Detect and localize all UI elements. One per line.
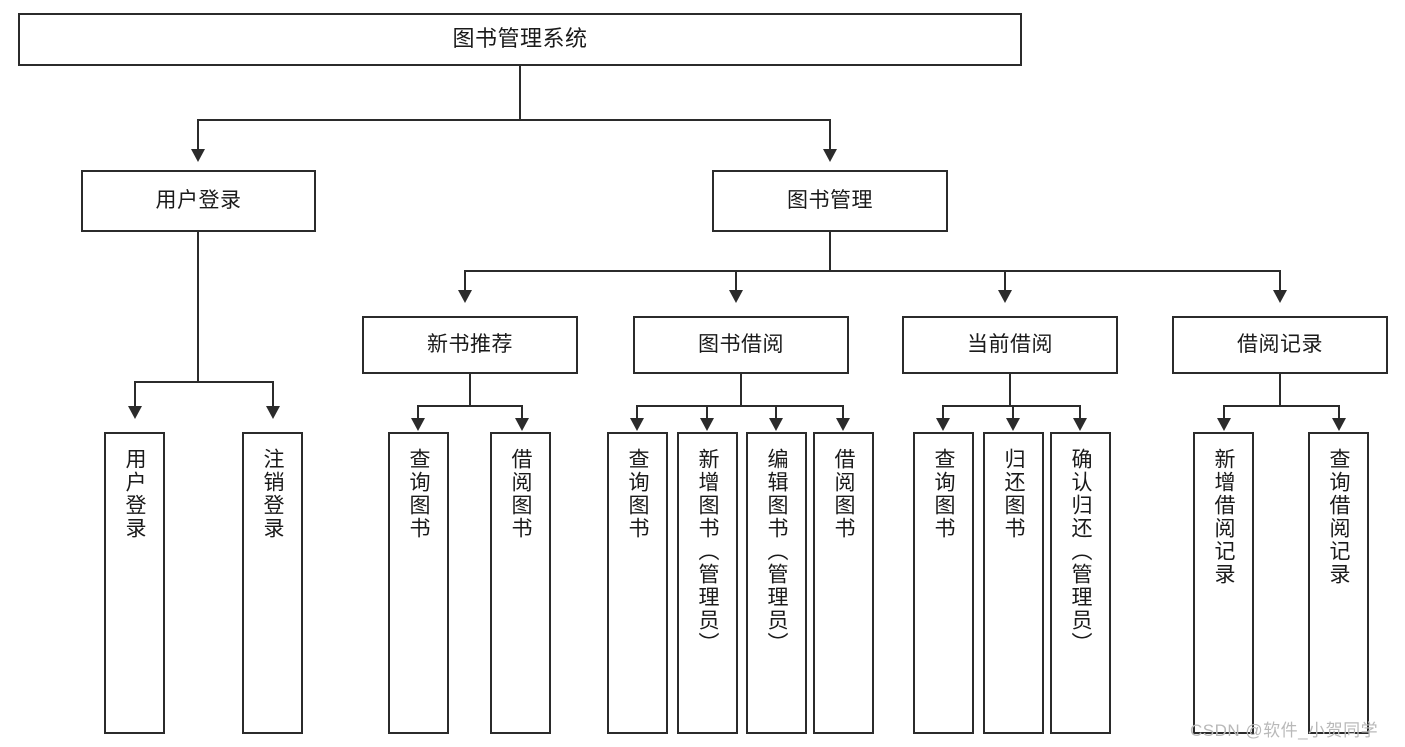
- connector-new-book-recommend-stem: [469, 374, 471, 406]
- node-book-manage[interactable]: 图书管理: [712, 170, 948, 232]
- node-label: 借阅图书: [509, 448, 532, 540]
- node-label: 新增图书（管理员）: [696, 448, 719, 655]
- arrowhead-book-manage: [823, 149, 837, 162]
- leaf-confirm-return[interactable]: 确认归还（管理员）: [1050, 432, 1111, 734]
- connector-book-manage-bus: [464, 270, 1280, 272]
- node-label: 用户登录: [123, 448, 146, 540]
- arrowhead-leaf-borrow-book-1: [515, 418, 529, 431]
- arrowhead-leaf-query-record: [1332, 418, 1346, 431]
- node-current-borrow[interactable]: 当前借阅: [902, 316, 1118, 374]
- connector-book-manage-stem: [829, 232, 831, 271]
- leaf-query-book-3[interactable]: 查询图书: [913, 432, 974, 734]
- node-label: 注销登录: [261, 448, 284, 540]
- leaf-user-logout[interactable]: 注销登录: [242, 432, 303, 734]
- connector-cb-drop-3: [1079, 405, 1081, 418]
- connector-nbr-drop-1: [417, 405, 419, 418]
- connector-book-manage-drop-3: [1004, 270, 1006, 290]
- node-label: 当前借阅: [967, 333, 1053, 357]
- node-label: 借阅记录: [1237, 333, 1323, 357]
- arrowhead-leaf-query-book-1: [411, 418, 425, 431]
- connector-current-borrow-stem: [1009, 374, 1011, 406]
- node-label: 查询图书: [626, 448, 649, 540]
- arrowhead-book-borrow: [729, 290, 743, 303]
- arrowhead-current-borrow: [998, 290, 1012, 303]
- node-label: 图书管理系统: [452, 26, 588, 52]
- connector-user-login-stem: [197, 232, 199, 382]
- node-label: 确认归还（管理员）: [1069, 448, 1092, 655]
- connector-bb-drop-4: [842, 405, 844, 418]
- connector-borrow-record-bus: [1223, 405, 1339, 407]
- connector-br-drop-1: [1223, 405, 1225, 418]
- arrowhead-leaf-query-book-3: [936, 418, 950, 431]
- node-label: 借阅图书: [832, 448, 855, 540]
- arrowhead-leaf-add-record: [1217, 418, 1231, 431]
- leaf-query-book-1[interactable]: 查询图书: [388, 432, 449, 734]
- arrowhead-leaf-return-book: [1006, 418, 1020, 431]
- node-label: 查询借阅记录: [1327, 448, 1350, 586]
- leaf-borrow-book-2[interactable]: 借阅图书: [813, 432, 874, 734]
- leaf-borrow-book-1[interactable]: 借阅图书: [490, 432, 551, 734]
- arrowhead-leaf-borrow-book-2: [836, 418, 850, 431]
- node-user-login[interactable]: 用户登录: [81, 170, 316, 232]
- connector-book-manage-drop-4: [1279, 270, 1281, 290]
- connector-bb-drop-1: [636, 405, 638, 418]
- node-borrow-record[interactable]: 借阅记录: [1172, 316, 1388, 374]
- connector-root-to-user-login: [197, 119, 199, 149]
- connector-bb-drop-3: [775, 405, 777, 418]
- connector-root-stem: [519, 66, 521, 120]
- connector-book-borrow-bus: [636, 405, 843, 407]
- connector-user-login-drop-2: [272, 381, 274, 406]
- connector-user-login-bus: [134, 381, 273, 383]
- node-label: 查询图书: [932, 448, 955, 540]
- node-label: 新书推荐: [427, 333, 513, 357]
- node-label: 图书管理: [787, 189, 873, 213]
- arrowhead-leaf-query-book-2: [630, 418, 644, 431]
- connector-root-to-book-manage: [829, 119, 831, 149]
- leaf-query-record[interactable]: 查询借阅记录: [1308, 432, 1369, 734]
- connector-book-manage-drop-1: [464, 270, 466, 290]
- node-label: 图书借阅: [698, 333, 784, 357]
- arrowhead-leaf-user-logout: [266, 406, 280, 419]
- arrowhead-leaf-user-login: [128, 406, 142, 419]
- connector-bb-drop-2: [706, 405, 708, 418]
- leaf-user-login[interactable]: 用户登录: [104, 432, 165, 734]
- connector-new-book-recommend-bus: [417, 405, 522, 407]
- connector-cb-drop-1: [942, 405, 944, 418]
- connector-book-manage-drop-2: [735, 270, 737, 290]
- connector-br-drop-2: [1338, 405, 1340, 418]
- node-label: 编辑图书（管理员）: [765, 448, 788, 655]
- node-label: 归还图书: [1002, 448, 1025, 540]
- arrowhead-user-login: [191, 149, 205, 162]
- leaf-return-book[interactable]: 归还图书: [983, 432, 1044, 734]
- node-label: 查询图书: [407, 448, 430, 540]
- arrowhead-leaf-edit-book: [769, 418, 783, 431]
- connector-root-bus: [197, 119, 831, 121]
- node-label: 新增借阅记录: [1212, 448, 1235, 586]
- leaf-query-book-2[interactable]: 查询图书: [607, 432, 668, 734]
- leaf-edit-book[interactable]: 编辑图书（管理员）: [746, 432, 807, 734]
- arrowhead-leaf-add-book: [700, 418, 714, 431]
- leaf-add-record[interactable]: 新增借阅记录: [1193, 432, 1254, 734]
- arrowhead-borrow-record: [1273, 290, 1287, 303]
- connector-cb-drop-2: [1012, 405, 1014, 418]
- arrowhead-new-book-recommend: [458, 290, 472, 303]
- csdn-watermark: CSDN @软件_小贺同学: [1190, 721, 1379, 740]
- leaf-add-book[interactable]: 新增图书（管理员）: [677, 432, 738, 734]
- node-new-book-recommend[interactable]: 新书推荐: [362, 316, 578, 374]
- node-book-borrow[interactable]: 图书借阅: [633, 316, 849, 374]
- connector-book-borrow-stem: [740, 374, 742, 406]
- connector-borrow-record-stem: [1279, 374, 1281, 406]
- arrowhead-leaf-confirm-return: [1073, 418, 1087, 431]
- node-label: 用户登录: [155, 189, 242, 213]
- node-root-system[interactable]: 图书管理系统: [18, 13, 1022, 66]
- connector-nbr-drop-2: [521, 405, 523, 418]
- connector-current-borrow-bus: [942, 405, 1079, 407]
- connector-user-login-drop-1: [134, 381, 136, 406]
